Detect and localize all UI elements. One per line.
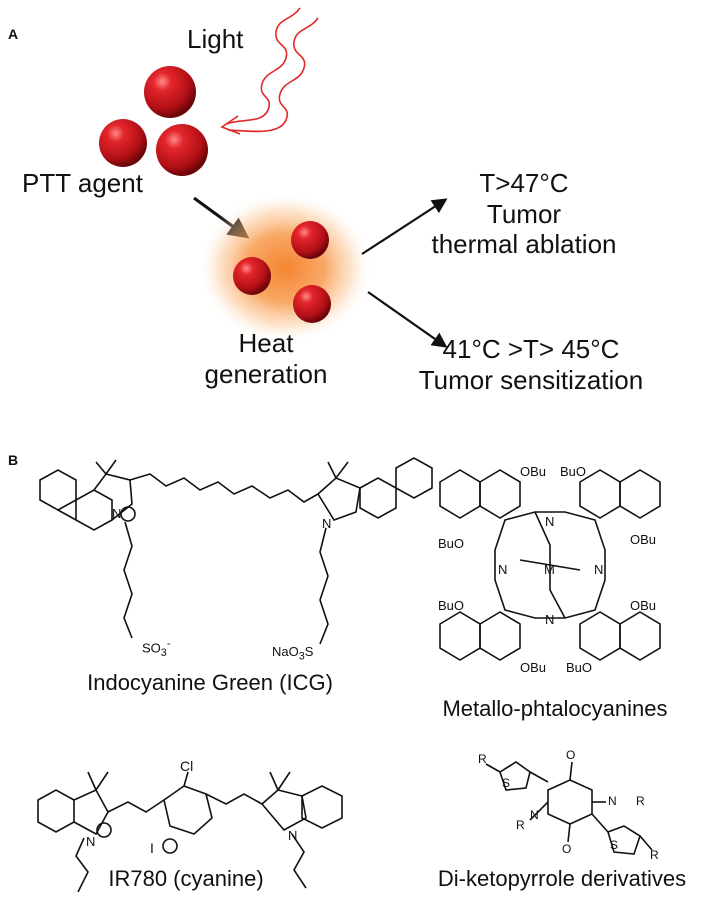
light-label: Light [187,24,244,54]
icg-naso3: NaO3S [272,644,313,663]
ptt-sphere-2 [156,124,208,176]
pc-obu-2: OBu [630,532,657,547]
pc-metal: M [544,562,555,577]
pc-buo-2: BuO [438,536,465,551]
ir780-iodide: I [150,840,154,856]
sensitization-line2: Tumor sensitization [418,364,644,395]
arrow-to-sensitization [367,291,448,348]
pc-buo-3: BuO [438,598,465,613]
light-wave-2 [227,17,319,133]
icg-so3-sub: 3 [160,646,167,659]
dpp-o-2: O [562,842,572,856]
ablation-outcome: T>47°C Tumor thermal ablation [404,168,644,260]
panel-a-letter: A [8,26,19,42]
panel-a-graphics [99,7,448,348]
dpp-s-2: S [610,838,619,852]
ablation-temp: T>47°C [479,168,569,198]
icg-n-plus: N [112,506,122,521]
ir780-cl: Cl [180,758,194,774]
icg-naso3-sub: 3 [298,650,305,663]
pc-n-top: N [545,514,555,529]
dpp-r-1: R [478,752,487,766]
ptt-agent-label: PTT agent [22,168,143,198]
pc-obu-1: OBu [520,464,547,479]
pc-n-bottom: N [545,612,555,627]
dpp-n-1: N [608,794,617,808]
sensitization-temp: 41°C >T> 45°C [442,334,620,364]
pc-buo-4: BuO [566,660,593,675]
ptt-sphere-1 [144,66,196,118]
pc-obu-4: OBu [520,660,547,675]
phthalocyanine-caption: Metallo-phtalocyanines [442,696,668,721]
arrow-to-ablation [361,198,448,255]
pc-buo-1: BuO [560,464,587,479]
icg-naso3-post: S [304,644,314,659]
ptt-sphere-3 [99,119,147,167]
heat-label-line2: generation [204,358,328,389]
dpp-n-2: N [530,808,539,822]
heat-sphere-3 [293,285,331,323]
pc-n-left: N [498,562,508,577]
icg-naso3-pre: NaO [272,644,299,659]
light-arrowhead [220,115,241,135]
heat-generation-label: Heat generation [196,328,336,389]
icg-n: N [322,516,332,531]
heat-sphere-2 [233,257,271,295]
ir780-caption: IR780 (cyanine) [108,866,264,891]
ir780-n-plus: N [86,834,96,849]
light-wave-1 [225,7,301,125]
dpp-r-4: R [650,848,659,862]
dpp-caption: Di-ketopyrrole derivatives [437,866,687,891]
icg-caption: Indocyanine Green (ICG) [87,670,333,695]
pc-obu-3: OBu [630,598,657,613]
panel-b-letter: B [8,452,19,468]
sensitization-outcome: 41°C >T> 45°C Tumor sensitization [396,334,666,395]
pc-n-right: N [594,562,604,577]
dpp-r-3: R [516,818,525,832]
dpp-o-1: O [566,748,576,762]
heat-label-line1: Heat [238,328,294,358]
dpp-s-1: S [502,776,511,790]
icg-so3: SO3- [142,638,170,659]
icg-so3-text: SO [142,640,161,656]
ablation-line2: Tumor [486,198,562,229]
icg-so3-sup: - [166,638,171,650]
dpp-r-2: R [636,794,645,808]
ir780-n: N [288,828,298,843]
ablation-line3: thermal ablation [431,229,617,260]
heat-sphere-1 [291,221,329,259]
